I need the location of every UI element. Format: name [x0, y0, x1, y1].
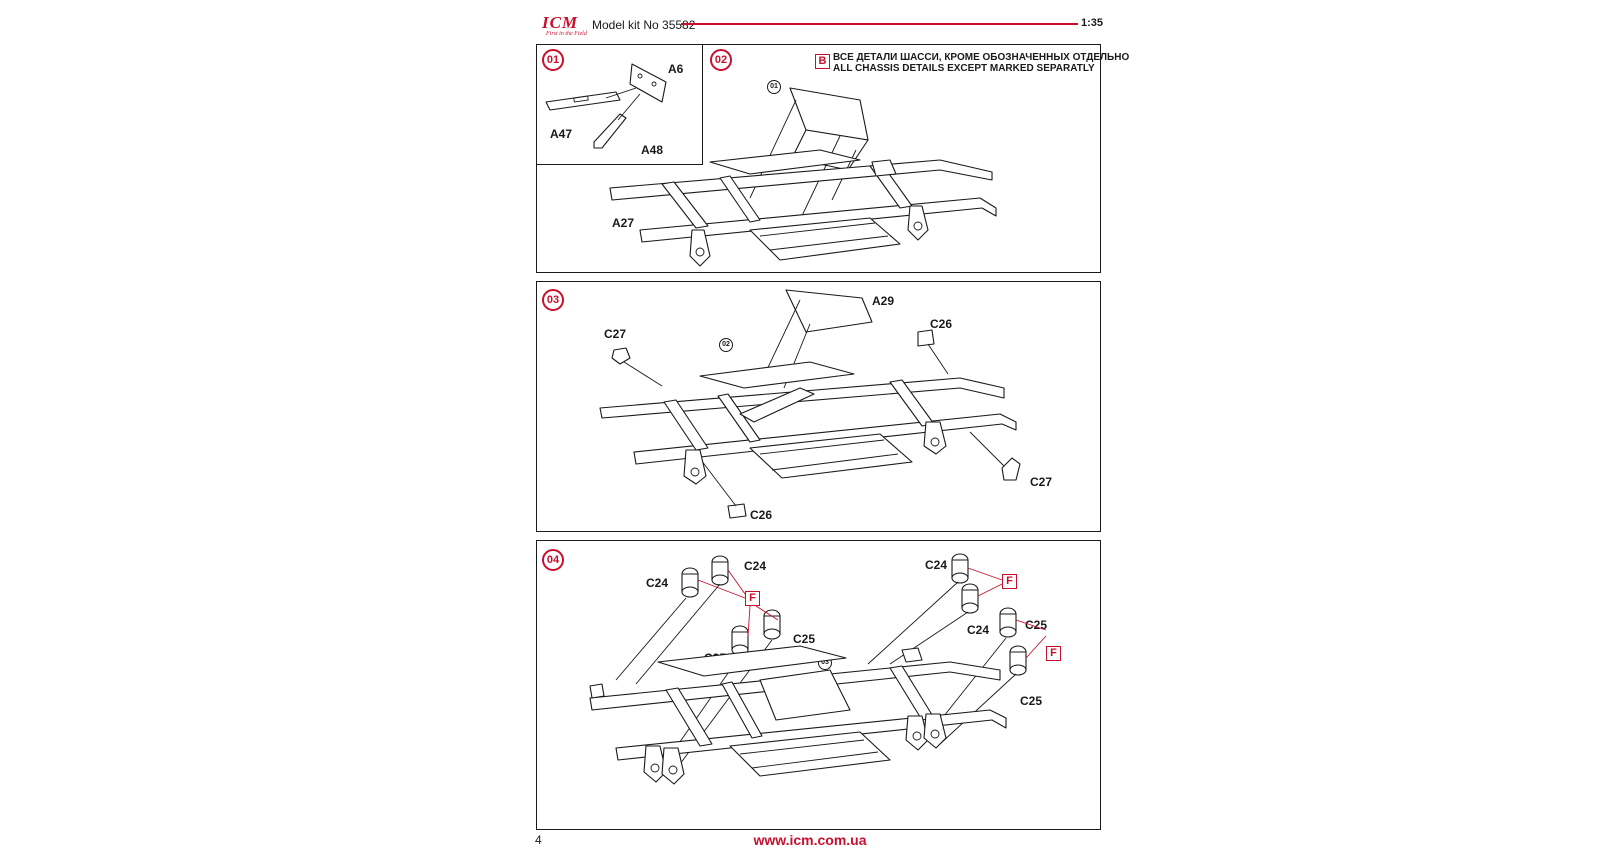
- logo-tagline: First in the Field: [546, 31, 587, 37]
- label-c25-d: C25: [1020, 694, 1043, 708]
- logo-text: ICM: [542, 13, 579, 32]
- label-c26-top: C26: [930, 317, 953, 331]
- bump-stop-c24-left: [681, 555, 781, 656]
- label-c24-c: C24: [925, 558, 948, 572]
- label-a47: A47: [550, 127, 573, 141]
- step-01-illustration: [545, 63, 667, 149]
- step-01-badge: 01: [542, 49, 564, 71]
- note-ru: ВСЕ ДЕТАЛИ ШАССИ, КРОМЕ ОБОЗНАЧЕННЫХ ОТД…: [833, 52, 1130, 63]
- paint-marker-f-left: F: [745, 591, 760, 606]
- chassis-frame-step03: [599, 289, 1021, 519]
- chassis-frame-step04: [589, 553, 1047, 785]
- label-c24-a: C24: [646, 576, 669, 590]
- icm-logo: ICM First in the Field: [542, 14, 594, 38]
- kit-number: Model kit No 35582: [592, 18, 696, 32]
- step-04-panel: [536, 540, 1101, 830]
- step-02-panel: [536, 44, 1101, 273]
- chassis-frame-step02: [609, 87, 997, 267]
- ref-step-02: 02: [719, 338, 733, 352]
- step-03-badge: 03: [542, 289, 564, 311]
- header-rule: [681, 23, 1078, 25]
- label-c24-d: C24: [967, 623, 990, 637]
- label-a29: A29: [872, 294, 895, 308]
- website-url[interactable]: www.icm.com.ua: [753, 832, 867, 848]
- paint-marker-f-right: F: [1046, 646, 1061, 661]
- bump-stop-c24-right: [951, 553, 1027, 676]
- label-a27: A27: [612, 216, 635, 230]
- label-a48: A48: [641, 143, 664, 157]
- label-a6: A6: [668, 62, 684, 76]
- paint-marker-f-center: F: [1002, 574, 1017, 589]
- ref-step-01: 01: [767, 80, 781, 94]
- note-en: ALL CHASSIS DETAILS EXCEPT MARKED SEPARA…: [833, 63, 1095, 74]
- page-number: 4: [535, 833, 542, 847]
- label-c26-bottom: C26: [750, 508, 773, 522]
- label-c27-right: C27: [1030, 475, 1053, 489]
- step-02-badge: 02: [710, 49, 732, 71]
- label-c24-b: C24: [744, 559, 767, 573]
- note-marker-b: B: [815, 54, 830, 69]
- step-04-badge: 04: [542, 549, 564, 571]
- step-03-panel: [536, 281, 1101, 532]
- label-c27-left: C27: [604, 327, 627, 341]
- scale-label: 1:35: [1081, 17, 1104, 29]
- label-c25-b: C25: [793, 632, 816, 646]
